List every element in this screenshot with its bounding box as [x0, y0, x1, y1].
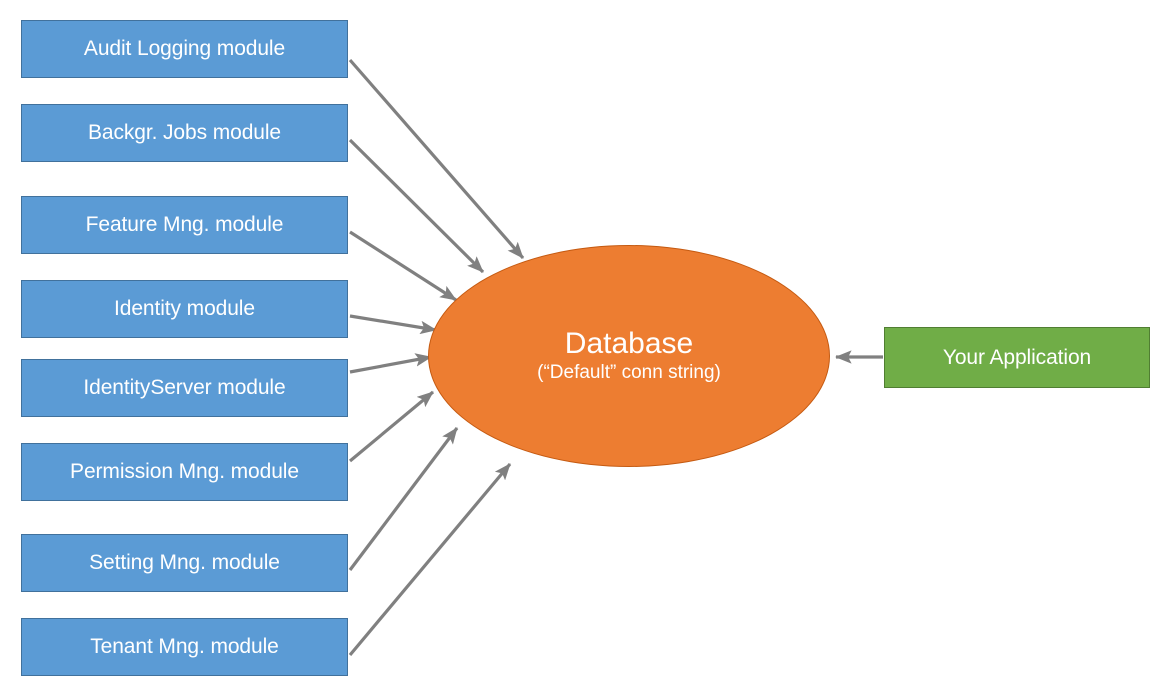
module-label: Permission Mng. module	[70, 460, 299, 484]
module-label: Setting Mng. module	[89, 551, 280, 575]
application-label: Your Application	[942, 345, 1092, 369]
identity-to-database	[349, 314, 437, 335]
module-box[interactable]: Audit Logging module	[21, 20, 348, 78]
module-label: Backgr. Jobs module	[87, 121, 282, 145]
module-box[interactable]: Identity module	[21, 280, 348, 338]
module-label: Feature Mng. module	[85, 213, 284, 237]
module-label: IdentityServer module	[83, 376, 286, 400]
identityserver-to-database	[349, 353, 432, 374]
database-subtitle: (“Default” conn string)	[537, 361, 721, 383]
module-box[interactable]: Feature Mng. module	[21, 196, 348, 254]
permission-mng-to-database	[348, 390, 435, 463]
module-box[interactable]: IdentityServer module	[21, 359, 348, 417]
tenant-mng-to-database	[348, 462, 512, 657]
module-label: Identity module	[114, 297, 255, 321]
module-label: Audit Logging module	[83, 37, 286, 61]
module-box[interactable]: Setting Mng. module	[21, 534, 348, 592]
background-jobs-to-database	[348, 138, 485, 274]
database-title: Database	[564, 327, 694, 361]
module-box[interactable]: Permission Mng. module	[21, 443, 348, 501]
module-label: Tenant Mng. module	[90, 635, 279, 659]
audit-logging-to-database	[348, 58, 525, 260]
module-box[interactable]: Tenant Mng. module	[21, 618, 348, 676]
module-box[interactable]: Backgr. Jobs module	[21, 104, 348, 162]
application-node[interactable]: Your Application	[884, 327, 1150, 388]
setting-mng-to-database	[348, 427, 459, 571]
database-node[interactable]: Database (“Default” conn string)	[428, 245, 830, 467]
feature-mng-to-database	[349, 230, 457, 302]
